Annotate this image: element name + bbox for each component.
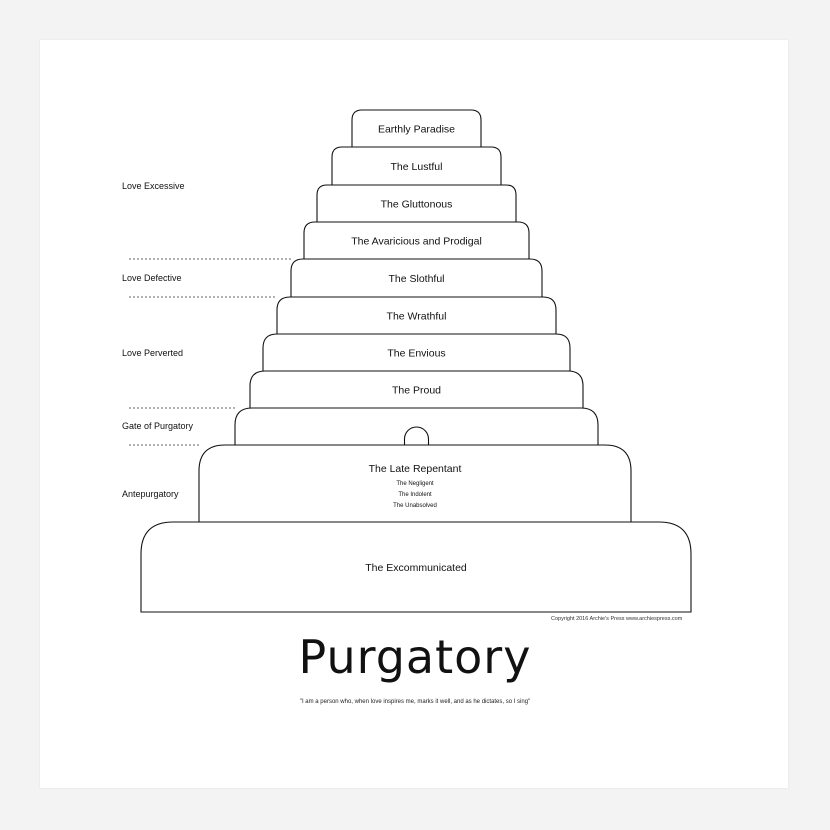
tier-outline <box>140 521 692 613</box>
tier-the-wrathful: The Wrathful <box>276 296 557 334</box>
tier-outline <box>198 444 632 522</box>
tier-label: The Late Repentant <box>369 463 462 475</box>
tier-outline <box>316 184 517 222</box>
tier-label: The Slothful <box>388 273 444 285</box>
tier-earthly-paradise: Earthly Paradise <box>351 109 482 147</box>
tier-the-lustful: The Lustful <box>331 146 502 185</box>
tier-label: The Excommunicated <box>365 562 467 574</box>
tier-label: The Gluttonous <box>381 199 453 211</box>
tier-label: The Envious <box>387 348 445 360</box>
tier-outline <box>290 258 543 297</box>
tier-gate-of-purgatory <box>234 407 599 445</box>
tier-sub-label: The Negligent <box>396 481 434 487</box>
page-title: Purgatory <box>298 630 532 684</box>
tier-label: Earthly Paradise <box>378 124 455 136</box>
section-label-love-perverted: Love Perverted <box>122 348 183 358</box>
tier-label: The Proud <box>392 385 441 397</box>
tier-the-avaricious-and-prodigal: The Avaricious and Prodigal <box>303 221 530 259</box>
tier-outline <box>303 221 530 259</box>
copyright-text: Copyright 2016 Archie's Press www.archie… <box>551 616 683 622</box>
tier-the-excommunicated: The Excommunicated <box>140 521 692 613</box>
section-label-love-defective: Love Defective <box>122 273 182 283</box>
tier-label: The Wrathful <box>387 311 447 323</box>
tier-label: The Avaricious and Prodigal <box>351 236 482 248</box>
tier-outline <box>262 333 571 371</box>
tier-the-slothful: The Slothful <box>290 258 543 297</box>
section-label-gate-of-purgatory: Gate of Purgatory <box>122 421 194 431</box>
tier-outline <box>331 146 502 185</box>
section-label-love-excessive: Love Excessive <box>122 181 185 191</box>
tier-outline <box>351 109 482 147</box>
tier-sub-label: The Unabsolved <box>393 503 437 509</box>
tier-the-gluttonous: The Gluttonous <box>316 184 517 222</box>
quote-text: "I am a person who, when love inspires m… <box>299 699 531 705</box>
tier-outline <box>249 370 584 408</box>
tier-the-envious: The Envious <box>262 333 571 371</box>
tier-the-proud: The Proud <box>249 370 584 408</box>
tier-outline <box>276 296 557 334</box>
tier-sub-label: The Indolent <box>398 492 432 498</box>
tier-label: The Lustful <box>391 161 443 173</box>
gate-arch-icon <box>403 426 430 445</box>
section-label-antepurgatory: Antepurgatory <box>122 489 179 499</box>
